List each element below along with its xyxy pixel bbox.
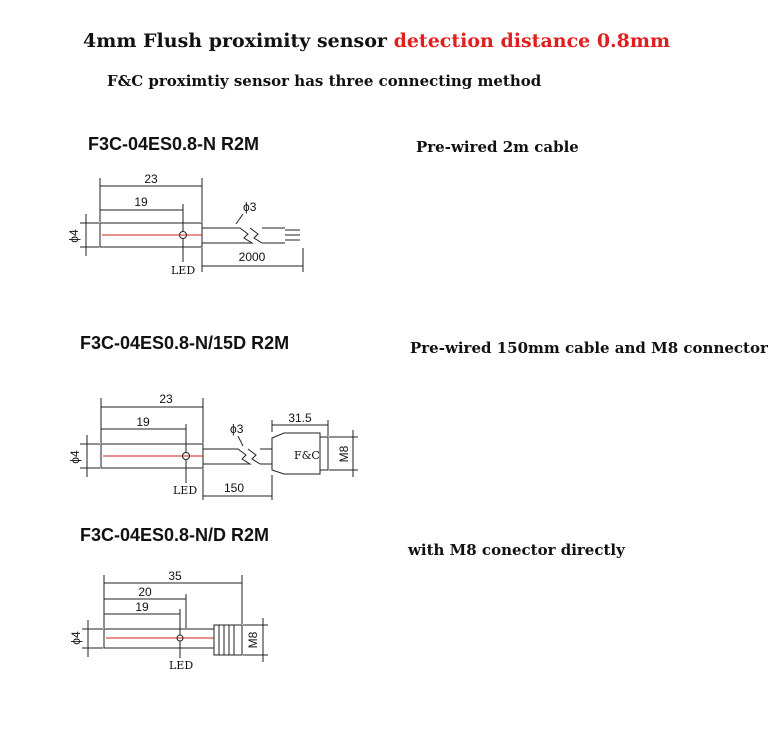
led-indicator [182,452,190,460]
dim-diameter: ϕ4 [69,631,83,645]
model-label-1: F3C-04ES0.8-N R2M [88,134,260,154]
dim-led-position: 19 [135,600,149,614]
dim-cable-diameter: ϕ3 [230,422,244,436]
cable-break [202,227,254,244]
cable-break [203,448,252,465]
model-label-2: F3C-04ES0.8-N/15D R2M [80,333,290,353]
cable-wires [285,229,300,241]
dim-led-position: 19 [136,415,150,429]
connector-brand: F&C [294,449,320,462]
dim-thread: M8 [337,445,351,462]
dim-cable-length: 2000 [239,250,266,264]
page-title: 4mm Flush proximity sensor detection dis… [83,30,670,52]
cable-break-mark [247,448,261,465]
title-main: 4mm Flush proximity sensor [83,30,387,52]
cable [260,448,272,465]
dim-overall-length: 23 [159,392,173,406]
dim-diameter: ϕ4 [67,229,81,243]
dim-overall-length: 23 [144,172,158,186]
cable-break-mark [249,227,263,244]
page-subtitle: F&C proximtiy sensor has three connectin… [107,72,542,90]
description-3: with M8 conector directly [408,541,625,559]
title-detection-distance: detection distance 0.8mm [393,30,671,52]
dim-led-position: 19 [134,195,148,209]
dim-cable-diameter: ϕ3 [243,200,257,214]
dim-thread: M8 [246,631,260,648]
drawing-prewired-cable: 23 19 ϕ4 ϕ3 2000 LED [67,172,304,277]
m8-connector [213,624,243,656]
description-1: Pre-wired 2m cable [416,138,579,156]
led-label: LED [171,264,195,277]
led-label: LED [169,659,193,672]
drawing-direct-connector: 35 20 19 ϕ4 M8 LED [69,569,268,672]
led-label: LED [173,484,197,497]
datasheet-page: 4mm Flush proximity sensor detection dis… [67,30,768,672]
model-label-3: F3C-04ES0.8-N/D R2M [80,525,270,545]
led-indicator [179,231,187,239]
m8-connector [271,432,329,475]
dim-connector-length: 31.5 [288,411,312,425]
dim-cable-length: 150 [224,481,244,495]
description-2: Pre-wired 150mm cable and M8 connector [410,339,768,357]
dim-mid-length: 20 [138,585,152,599]
dim-diameter: ϕ4 [68,450,82,464]
dimension-drawings: 23 19 ϕ4 ϕ3 2000 LED [67,172,358,672]
cable [262,227,285,244]
dim-overall-length: 35 [168,569,182,583]
drawing-cable-connector: F&C 23 19 ϕ4 ϕ3 31.5 [68,392,358,500]
